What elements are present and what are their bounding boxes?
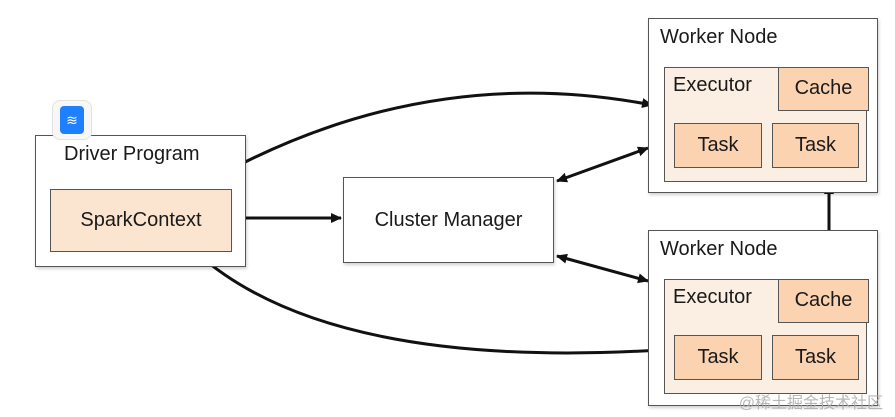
cluster-manager-box: Cluster Manager	[343, 177, 554, 263]
task-label: Task	[697, 134, 739, 156]
task-label: Task	[794, 346, 837, 368]
worker-node-title: Worker Node	[660, 26, 778, 48]
driver-program-title: Driver Program	[64, 143, 200, 165]
task-box: Task	[674, 335, 762, 380]
executor-box: Executor Cache Task Task	[664, 66, 869, 182]
cache-box: Cache	[778, 66, 869, 111]
cluster-manager-label: Cluster Manager	[374, 208, 523, 231]
executor-box: Executor Cache Task Task	[664, 278, 869, 394]
arrow-clustermanager-worker2	[556, 253, 649, 284]
task-label: Task	[794, 134, 837, 156]
task-box: Task	[772, 123, 859, 168]
cache-label: Cache	[794, 289, 853, 311]
arrow-sparkcontext-worker1	[201, 91, 653, 187]
worker-node-box: Worker Node Executor Cache Task Task	[648, 230, 878, 406]
cache-box: Cache	[778, 278, 869, 323]
worker-node-box: Worker Node Executor Cache Task Task	[648, 18, 878, 193]
cache-label: Cache	[794, 77, 853, 99]
executor-label: Executor	[673, 286, 752, 308]
task-box: Task	[772, 335, 859, 380]
layers-icon: ≋	[60, 106, 84, 134]
spark-context-label: SparkContext	[80, 209, 202, 231]
executor-label: Executor	[673, 74, 752, 96]
app-logo-icon: ≋	[52, 100, 92, 140]
worker-node-title: Worker Node	[660, 238, 778, 260]
arrow-sparkcontext-worker2	[197, 252, 661, 356]
watermark: @稀土掘金技术社区	[738, 395, 883, 412]
task-label: Task	[697, 346, 739, 368]
task-box: Task	[674, 123, 762, 168]
spark-context-box: SparkContext	[50, 189, 232, 252]
driver-program-box: Driver Program SparkContext	[35, 135, 246, 267]
arrow-clustermanager-worker1	[556, 146, 649, 183]
